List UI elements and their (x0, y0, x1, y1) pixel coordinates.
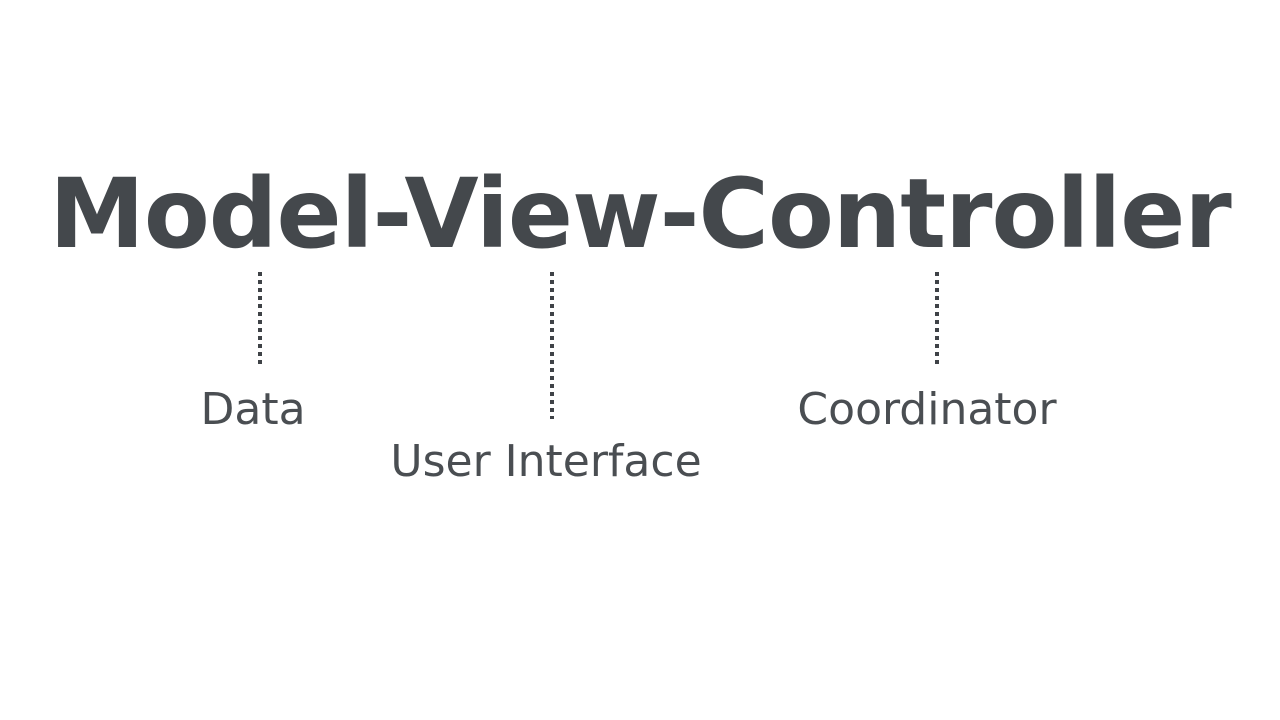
leader-line-model (258, 272, 262, 366)
gloss-label-model: Data (200, 384, 306, 435)
leader-line-view (550, 272, 554, 419)
page-title: Model-View-Controller (49, 158, 1231, 270)
gloss-label-controller: Coordinator (797, 384, 1057, 435)
leader-line-controller (935, 272, 939, 366)
gloss-label-view: User Interface (390, 436, 702, 487)
